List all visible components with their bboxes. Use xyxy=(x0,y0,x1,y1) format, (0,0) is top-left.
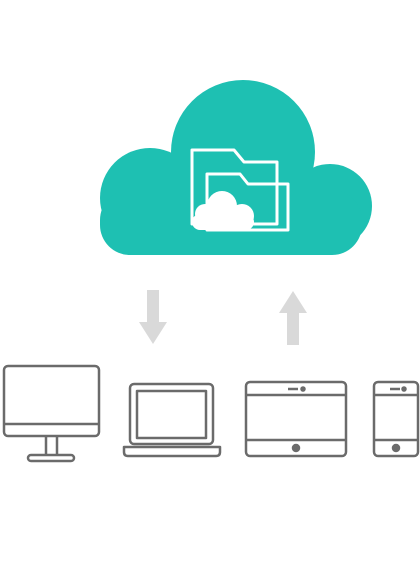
arrow-up-icon xyxy=(279,291,307,345)
laptop-icon xyxy=(122,382,222,458)
arrow-down-icon xyxy=(139,290,167,344)
tablet-icon xyxy=(244,380,348,458)
desktop-monitor-icon xyxy=(2,364,101,463)
small-cloud-icon xyxy=(192,191,254,230)
smartphone-icon xyxy=(372,380,420,458)
